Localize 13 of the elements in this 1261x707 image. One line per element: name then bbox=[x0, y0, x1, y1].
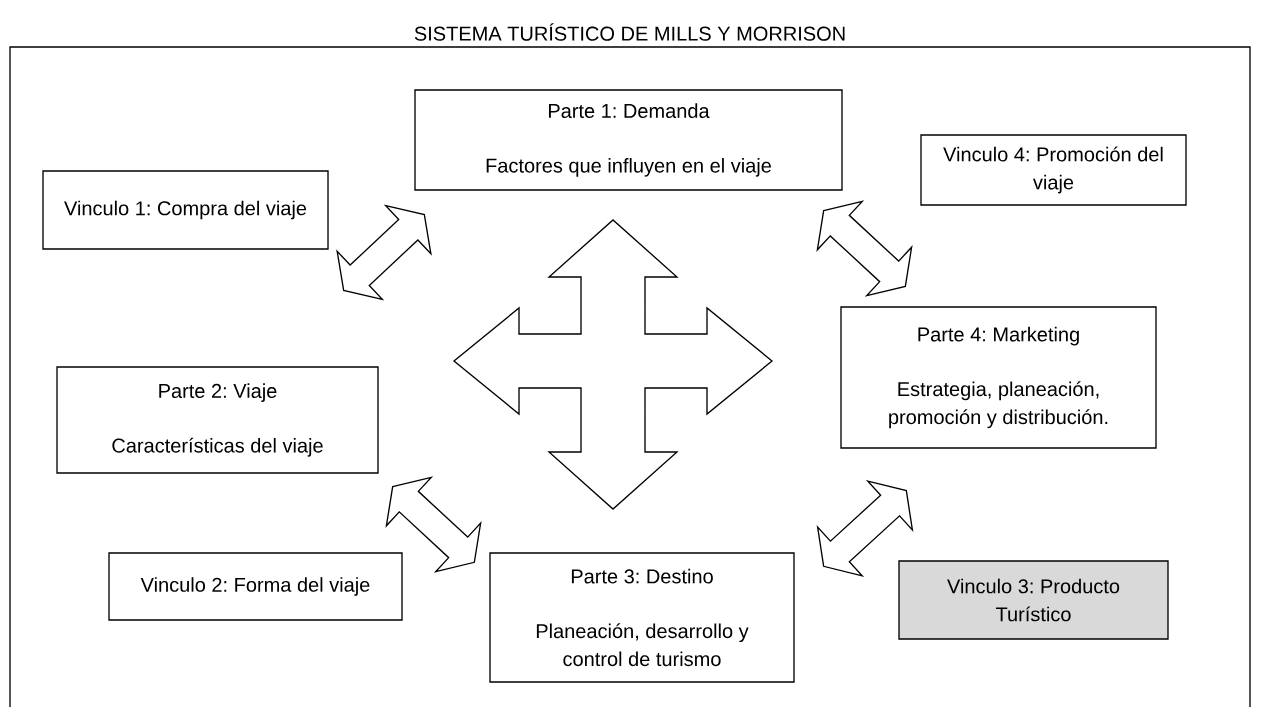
text-box: Vinculo 2: Forma del viaje bbox=[108, 552, 403, 621]
double-arrow bbox=[385, 476, 482, 573]
text-box: Parte 2: Viaje Características del viaje bbox=[56, 366, 379, 474]
double-arrow bbox=[816, 480, 914, 577]
text-box: Parte 3: Destino Planeación, desarrollo y control de turismo bbox=[489, 552, 795, 683]
text-box: Parte 4: Marketing Estrategia, planeación, promoción y distribución. bbox=[840, 306, 1157, 449]
text-box: Vinculo 3: Producto Turístico bbox=[898, 560, 1169, 640]
four-way-arrow bbox=[452, 219, 774, 510]
title: SISTEMA TURÍSTICO DE MILLS Y MORRISON bbox=[414, 23, 845, 41]
text-box: Vinculo 1: Compra del viaje bbox=[42, 170, 329, 250]
text-box: Parte 1: Demanda Factores que influyen en el viaje bbox=[414, 89, 843, 191]
double-arrow bbox=[816, 200, 913, 297]
text-box: Vinculo 4: Promoción del viaje bbox=[920, 134, 1187, 206]
